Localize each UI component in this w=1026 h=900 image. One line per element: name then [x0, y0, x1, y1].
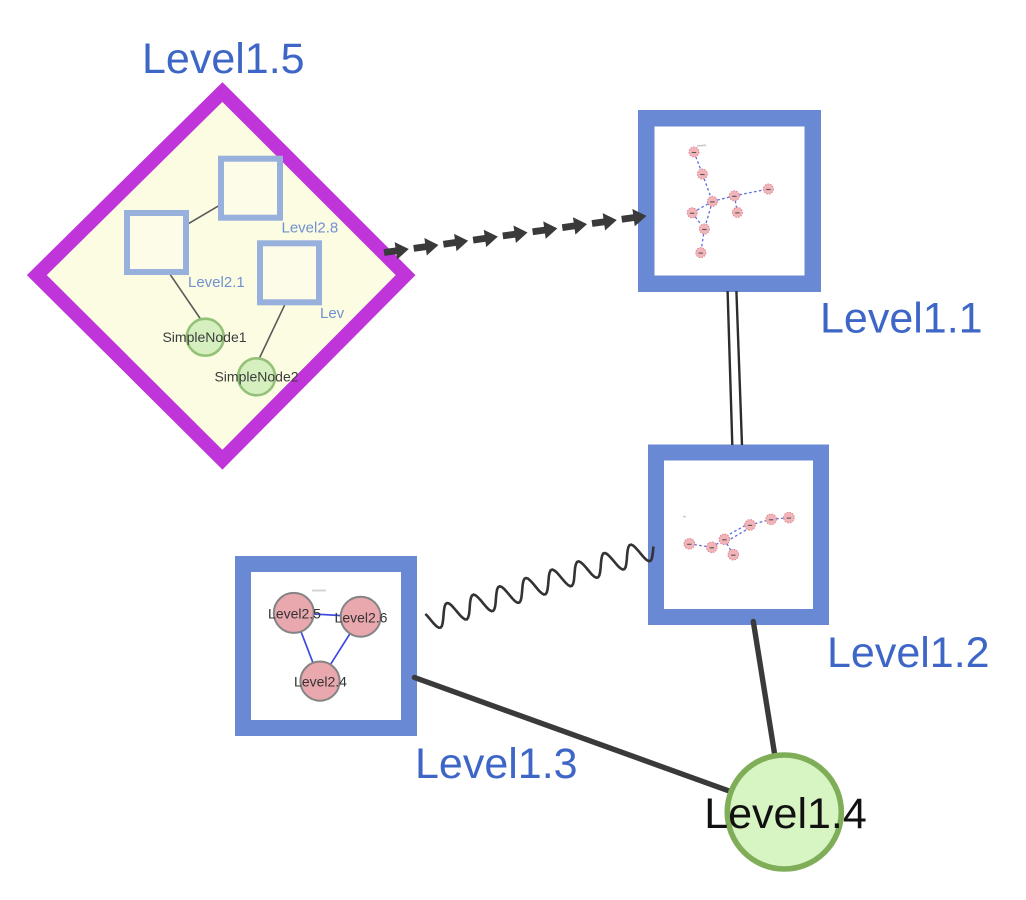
svg-text:Level2.1: Level2.1 [188, 274, 245, 291]
svg-text:SimpleNode2: SimpleNode2 [214, 369, 298, 385]
svg-text:SimpleNode1: SimpleNode1 [162, 329, 246, 345]
svg-text:Level1.4: Level1.4 [704, 790, 867, 838]
svg-text:Level2.8: Level2.8 [282, 220, 339, 237]
svg-text:Level2.5: Level2.5 [268, 606, 321, 622]
svg-text:Level2.4: Level2.4 [294, 674, 347, 690]
svg-text:Level1.3: Level1.3 [415, 740, 578, 788]
svg-text:Level1.1: Level1.1 [820, 295, 983, 343]
svg-text:Level1.2: Level1.2 [827, 629, 990, 677]
svg-text:Level2.6: Level2.6 [335, 610, 388, 626]
svg-text:Level1.5: Level1.5 [142, 35, 305, 83]
svg-text:Lev: Lev [320, 305, 345, 322]
